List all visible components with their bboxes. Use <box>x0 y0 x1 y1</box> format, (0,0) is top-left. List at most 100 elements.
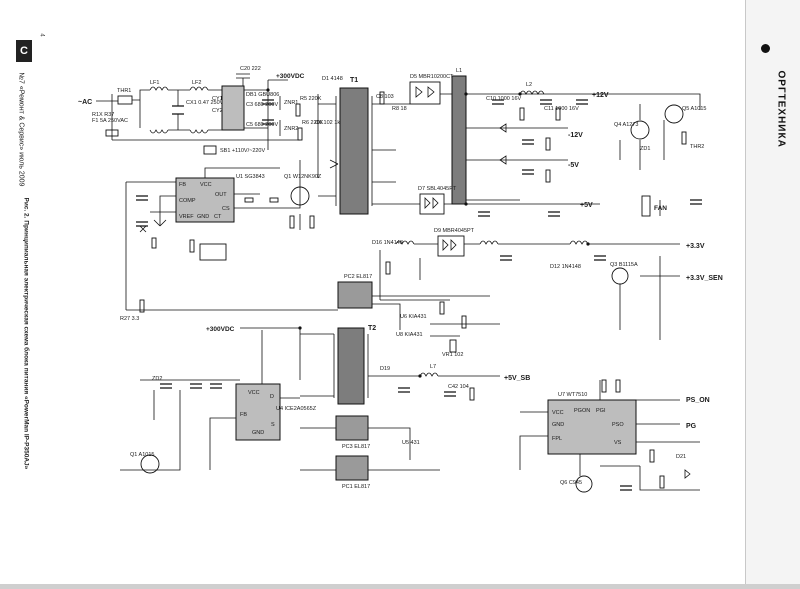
net-hv: +300VDC <box>276 73 305 80</box>
label-lf2: LF2 <box>192 80 201 86</box>
label-d9: D9 MBR4045PT <box>434 228 475 234</box>
page-spine: №7 «Ремонт & Сервис» июль 2009 Рис. 2. П… <box>6 73 46 534</box>
mosfet-q1 <box>290 186 310 206</box>
optocoupler-section: PC2 EL817 U8 KIA431 U6 KIA431 VR1 102 R2… <box>120 274 500 358</box>
label-c5: C5 680 200V <box>246 122 278 128</box>
label-u8: U8 KIA431 <box>396 332 423 338</box>
label-znr1: ZNR1 <box>284 100 298 106</box>
label-u5: U5 431 <box>402 440 420 446</box>
pin-u7-gnd: GND <box>552 422 564 428</box>
inductor-l6 <box>569 240 680 245</box>
pin-u4-fb: FB <box>240 412 247 418</box>
core-t1 <box>339 87 369 215</box>
label-q1: Q1 W12NK90Z <box>284 174 322 180</box>
pin-u4-vcc: VCC <box>248 390 260 396</box>
label-pc2: PC2 EL817 <box>344 274 372 280</box>
right-sidebar: ОРГТЕХНИКА <box>745 0 800 584</box>
choke-lf2 <box>189 86 209 134</box>
net-ps-on: PS_ON <box>686 397 710 404</box>
pin-u7-fpl: FPL <box>552 436 562 442</box>
net-p5sb: +5V_SB <box>504 375 530 382</box>
core-t2 <box>337 327 365 405</box>
pin-u7-vcc: VCC <box>552 410 564 416</box>
label-c20: C20 222 <box>240 66 261 72</box>
pin-u1-fb: FB <box>179 182 186 188</box>
net-pg: PG <box>686 423 697 430</box>
label-d21: D21 <box>676 454 686 460</box>
label-vr1: VR1 102 <box>442 352 463 358</box>
net-hv2: +300VDC <box>206 326 235 333</box>
transistor-q6 <box>575 475 593 493</box>
ic-u7 <box>547 399 637 455</box>
label-pc3: PC3 EL817 <box>342 444 370 450</box>
net-ac: ~AC <box>78 99 92 106</box>
label-d1: D1 4148 <box>322 76 343 82</box>
schematic-sheet: ~AC THR1 R1X R37 F1 5A 250VAC LF1 CX1 0.… <box>0 0 745 584</box>
label-t2: T2 <box>368 325 376 332</box>
label-q3: Q3 B1115A <box>610 262 638 268</box>
label-d11: D12 1N4148 <box>550 264 581 270</box>
transistor-q1b <box>140 454 160 474</box>
switch-sb1 <box>203 145 217 155</box>
junction-dots <box>266 88 590 378</box>
pin-u1-gnd: GND <box>197 214 209 220</box>
opto-pc3 <box>335 415 369 441</box>
label-d14: D16 1N4148 <box>372 240 403 246</box>
label-q5: Q5 A1015 <box>682 106 706 112</box>
label-l1: L1 <box>456 68 462 74</box>
label-r6: R6 220K <box>302 120 324 126</box>
magazine-logo: C <box>16 40 32 62</box>
diode-d5 <box>409 81 441 105</box>
inductor-l7 <box>419 372 500 377</box>
pin-u7-pso: PSO <box>612 422 624 428</box>
transistor-q5 <box>664 104 684 124</box>
net-m5: -5V <box>568 162 579 169</box>
label-lf1: LF1 <box>150 80 159 86</box>
label-cx1: CX1 0.47 250V <box>186 100 224 106</box>
label-c11: C11 1000 16V <box>544 106 579 112</box>
diode-d7 <box>419 193 445 215</box>
pin-u4-s: S <box>271 422 275 428</box>
section-marker-icon <box>761 44 770 53</box>
transformer-t1: T1 C8 103 R8 18 <box>318 77 407 215</box>
label-c6: C6 102 1kV <box>315 120 344 126</box>
secondary-section: D5 MBR10200CT L1 L2 C10 1000 16V C11 100… <box>372 68 723 340</box>
label-sb1: SB1 +110V/~220V <box>220 148 265 154</box>
schematic-diagram: ~AC THR1 R1X R37 F1 5A 250VAC LF1 CX1 0.… <box>78 66 723 493</box>
pin-u1-cs: CS <box>222 206 230 212</box>
opto-pc1 <box>335 455 369 481</box>
label-db1: DB1 GBU806 <box>246 92 279 98</box>
pin-u7-vs: VS <box>614 440 622 446</box>
inductor-l4 <box>395 240 480 245</box>
inductor-l1-core <box>451 75 467 205</box>
ac-input-section: ~AC THR1 R1X R37 F1 5A 250VAC LF1 CX1 0.… <box>78 66 324 155</box>
net-m12: -12V <box>568 132 583 139</box>
label-r8: R8 18 <box>392 106 407 112</box>
label-f1: F1 5A 250VAC <box>92 118 128 124</box>
pin-u1-ct: CT <box>214 214 222 220</box>
label-q6: Q6 C945 <box>560 480 582 486</box>
label-u6: U6 KIA431 <box>400 314 427 320</box>
transistor-q4 <box>630 120 650 140</box>
inductor-l2 <box>519 90 545 95</box>
label-c9: C8 103 <box>376 94 394 100</box>
standby-section: +300VDC T2 U4 ICE2A0565Z VCC D FB GND S … <box>120 325 530 490</box>
pin-u1-out: OUT <box>215 192 227 198</box>
figure-caption: Рис. 2. Принципиальная электрическая схе… <box>22 197 30 470</box>
label-thr1: THR1 <box>117 88 131 94</box>
net-p5: +5V <box>580 202 593 209</box>
bridge-db1 <box>221 85 245 131</box>
label-zd1: ZD1 <box>640 146 650 152</box>
choke-lf1 <box>149 86 169 134</box>
section-brand: ОРГТЕХНИКА <box>775 70 787 148</box>
net-p33s: +3.3V_SEN <box>686 275 723 282</box>
fan-connector <box>641 195 651 217</box>
pin-u1-comp: COMP <box>179 198 196 204</box>
label-fan: FAN <box>654 205 667 212</box>
label-u7: U7 WT7510 <box>558 392 587 398</box>
ic-u1 <box>175 177 235 223</box>
label-znr2: ZNR2 <box>284 126 298 132</box>
label-c3: C3 680 200V <box>246 102 278 108</box>
label-u4: U4 ICE2A0565Z <box>276 406 317 412</box>
